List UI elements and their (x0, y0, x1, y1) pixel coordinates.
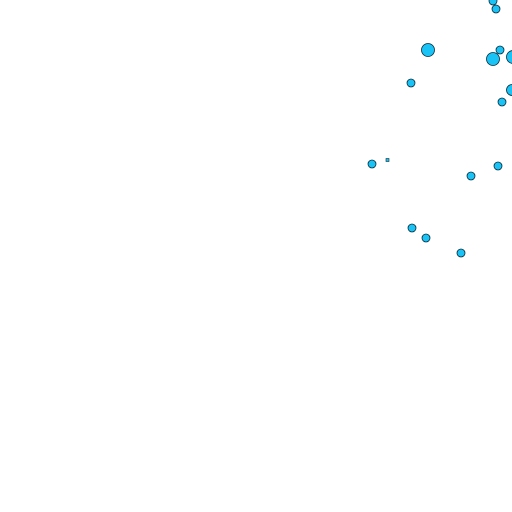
map-marker[interactable] (491, 4, 501, 14)
map-marker[interactable] (493, 161, 503, 171)
map-marker[interactable] (406, 78, 416, 88)
map-marker[interactable] (497, 97, 507, 107)
map-marker[interactable] (488, 0, 498, 6)
map-marker[interactable] (421, 43, 435, 57)
map-marker[interactable] (456, 248, 466, 258)
map-marker[interactable] (407, 223, 417, 233)
map-marker[interactable] (486, 52, 500, 66)
map-marker[interactable] (495, 45, 505, 55)
map-marker[interactable] (421, 233, 431, 243)
map-marker[interactable] (466, 171, 476, 181)
map-marker[interactable] (367, 159, 377, 169)
map-marker[interactable] (506, 84, 512, 96)
map-marker[interactable] (506, 50, 512, 64)
map-marker-small[interactable] (385, 158, 390, 162)
